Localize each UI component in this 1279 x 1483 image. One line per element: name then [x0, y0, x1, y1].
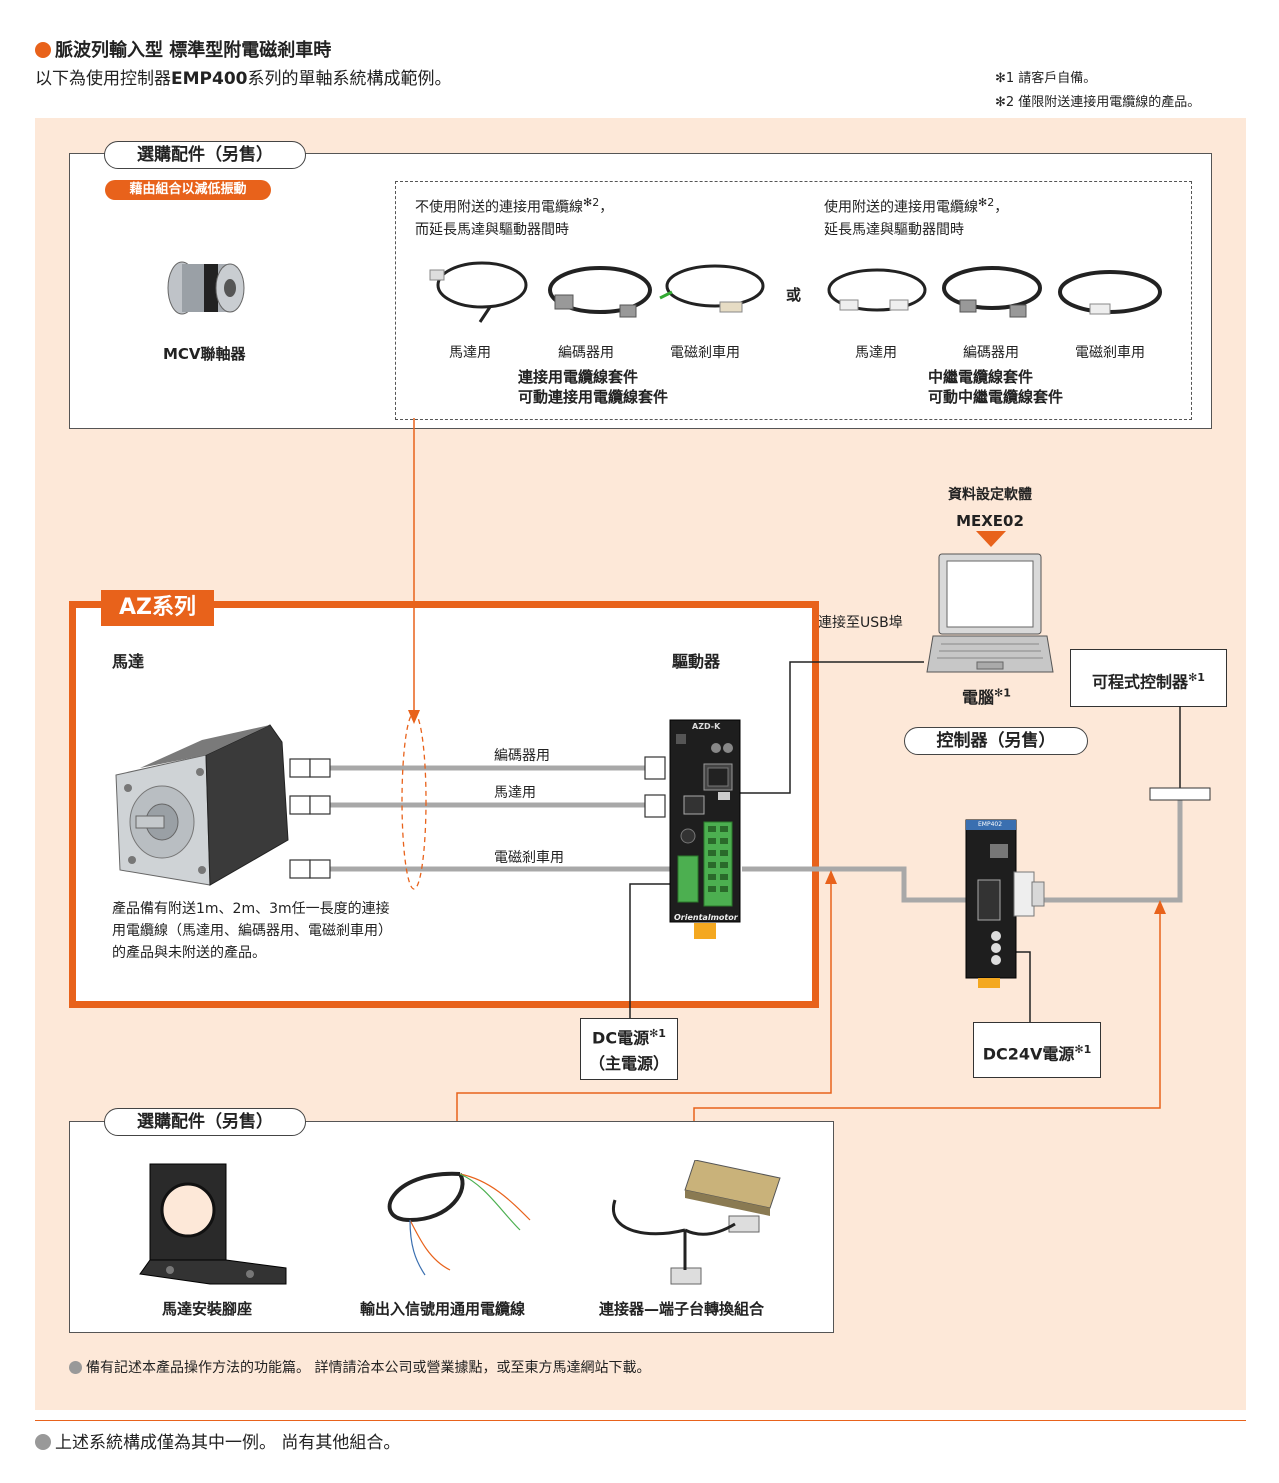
- az-note-line2: 用電纜線（馬達用、編碼器用、電磁剎車用）: [112, 923, 392, 939]
- note-2: ✻2 僅限附送連接用電纜線的產品。: [995, 95, 1201, 110]
- bottom-options-title: 選購配件（另售）: [104, 1108, 306, 1136]
- kit2-line2: 可動中繼電纜線套件: [928, 388, 1064, 406]
- terminal-block-kit-icon: [611, 1160, 781, 1285]
- az-line-motor-label: 馬達用: [494, 785, 536, 801]
- driver-model: AZD-K: [692, 722, 721, 731]
- vibration-tag: 藉由組合以減低振動: [105, 180, 271, 200]
- orange-bullet-icon: [35, 42, 51, 58]
- or-label: 或: [786, 286, 802, 304]
- top-options-title: 選購配件（另售）: [104, 141, 306, 169]
- cable-label-brake-2: 電磁剎車用: [1075, 345, 1145, 361]
- group2-sup: ✻2: [978, 196, 995, 209]
- controller-icon: [965, 819, 1045, 988]
- pc-label: 電腦✻1: [962, 684, 1011, 708]
- footer-note-text: 上述系統構成僅為其中一例。 尚有其他組合。: [55, 1433, 401, 1453]
- group2-line2: 延長馬達與驅動器間時: [824, 221, 964, 238]
- cable-images-top: [429, 261, 1162, 323]
- group1-comma: ，: [599, 199, 614, 216]
- cable-label-motor-2: 馬達用: [855, 345, 897, 361]
- relay-motor-cable-icon: [827, 268, 927, 312]
- note-1: ✻1 請客戶自備。: [995, 71, 1097, 86]
- kit1-label: 連接用電纜線套件 可動連接用電纜線套件: [518, 367, 668, 407]
- usb-label: 連接至USB埠: [818, 615, 903, 631]
- az-series-tag: AZ系列: [101, 590, 214, 626]
- panel-note: 備有記述本產品操作方法的功能篇。 詳情請洽本公司或營業據點，或至東方馬達網站下載…: [69, 1357, 650, 1377]
- subtitle-post: 系列的單軸系統構成範例。: [247, 69, 452, 89]
- kit1-line2: 可動連接用電纜線套件: [518, 388, 669, 406]
- relay-encoder-cable-icon: [942, 266, 1042, 318]
- gray-bullet-icon: [69, 1361, 82, 1374]
- kit2-label: 中繼電纜線套件 可動中繼電纜線套件: [928, 367, 1063, 407]
- cable-label-motor-1: 馬達用: [449, 345, 491, 361]
- pc-text: 電腦: [962, 688, 995, 707]
- driver-label: 驅動器: [672, 652, 721, 671]
- group1-line2: 而延長馬達與驅動器間時: [415, 221, 569, 238]
- group1-caption: 不使用附送的連接用電纜線✻2， 而延長馬達與驅動器間時: [415, 192, 613, 241]
- cable-label-encoder-1: 編碼器用: [558, 345, 614, 361]
- plc-sup: ✻1: [1188, 671, 1205, 684]
- dc24v-sup: ✻1: [1074, 1043, 1092, 1056]
- motor-label: 馬達: [112, 652, 145, 671]
- footer-note: 上述系統構成僅為其中一例。 尚有其他組合。: [35, 1428, 400, 1453]
- footer-divider: [35, 1420, 1246, 1421]
- cable-label-brake-1: 電磁剎車用: [670, 345, 740, 361]
- panel-note-text: 備有記述本產品操作方法的功能篇。 詳情請洽本公司或營業據點，或至東方馬達網站下載…: [86, 1360, 651, 1376]
- group2-comma: ，: [994, 199, 1009, 216]
- pc-sup: ✻1: [994, 686, 1011, 700]
- page-subtitle: 以下為使用控制器EMP400系列的單軸系統構成範例。: [35, 64, 451, 89]
- az-line-encoder-label: 編碼器用: [494, 748, 550, 764]
- software-line1: 資料設定軟體: [948, 487, 1032, 503]
- az-note-line3: 的產品與未附送的產品。: [112, 945, 266, 961]
- group2-caption: 使用附送的連接用電纜線✻2， 延長馬達與驅動器間時: [824, 192, 1008, 241]
- dc-main-power-box: DC電源✻1 （主電源）: [580, 1018, 678, 1080]
- software-line2: MEXE02: [956, 512, 1024, 530]
- controller-pill: 控制器（另售）: [904, 727, 1088, 755]
- coupling-icon: [167, 261, 245, 315]
- down-arrow-icon: [976, 531, 1006, 547]
- dc-main-line1: DC電源: [592, 1028, 650, 1048]
- dc24v-power-box: DC24V電源✻1: [973, 1022, 1101, 1078]
- driver-icon: [669, 719, 741, 939]
- plc-box: 可程式控制器✻1: [1070, 649, 1227, 707]
- dashed-cable-group: [395, 181, 1192, 420]
- group1-sup: ✻2: [583, 196, 600, 209]
- bottom-item-3: 連接器—端子台轉換組合: [599, 1300, 765, 1318]
- title-text: 脈波列輸入型 標準型附電磁剎車時: [55, 40, 332, 61]
- dc24v-text: DC24V電源: [982, 1044, 1075, 1064]
- bottom-item-1: 馬達安裝腳座: [162, 1300, 253, 1318]
- driver-to-controller-line: [742, 866, 970, 903]
- laptop-icon: [926, 553, 1054, 673]
- gray-bullet-icon: [35, 1434, 51, 1450]
- subtitle-pre: 以下為使用控制器: [35, 69, 171, 89]
- software-label: 資料設定軟體 MEXE02: [940, 482, 1040, 535]
- brake-cable-icon: [659, 264, 765, 313]
- plc-text: 可程式控制器: [1092, 672, 1189, 692]
- controller-model: EMP402: [978, 821, 1003, 828]
- az-line-brake-label: 電磁剎車用: [494, 850, 564, 866]
- dc-main-line2: （主電源）: [588, 1054, 669, 1074]
- az-note-line1: 產品備有附送1m、2m、3m任一長度的連接: [112, 901, 390, 917]
- coupling-label: MCV聯軸器: [163, 345, 246, 363]
- az-note: 產品備有附送1m、2m、3m任一長度的連接 用電纜線（馬達用、編碼器用、電磁剎車…: [112, 898, 392, 964]
- encoder-cable-icon: [548, 266, 652, 318]
- subtitle-model: EMP400: [171, 69, 248, 89]
- kit2-line1: 中繼電纜線套件: [928, 368, 1034, 386]
- group2-line1: 使用附送的連接用電纜線: [824, 199, 978, 216]
- dc-main-sup: ✻1: [649, 1027, 666, 1040]
- io-cable-icon: [387, 1171, 531, 1276]
- cable-label-encoder-2: 編碼器用: [963, 345, 1019, 361]
- kit1-line1: 連接用電纜線套件: [518, 368, 639, 386]
- page-title: 脈波列輸入型 標準型附電磁剎車時: [35, 36, 331, 62]
- bottom-item-2: 輸出入信號用通用電纜線: [360, 1300, 526, 1318]
- motor-cable-icon: [429, 261, 528, 323]
- group1-line1: 不使用附送的連接用電纜線: [415, 199, 583, 216]
- motor-icon: [115, 724, 289, 886]
- driver-brand: Orientalmotor: [674, 913, 738, 922]
- controller-to-plc-line: [1040, 800, 1183, 903]
- relay-brake-cable-icon: [1058, 270, 1162, 315]
- motor-bracket-icon: [139, 1163, 287, 1285]
